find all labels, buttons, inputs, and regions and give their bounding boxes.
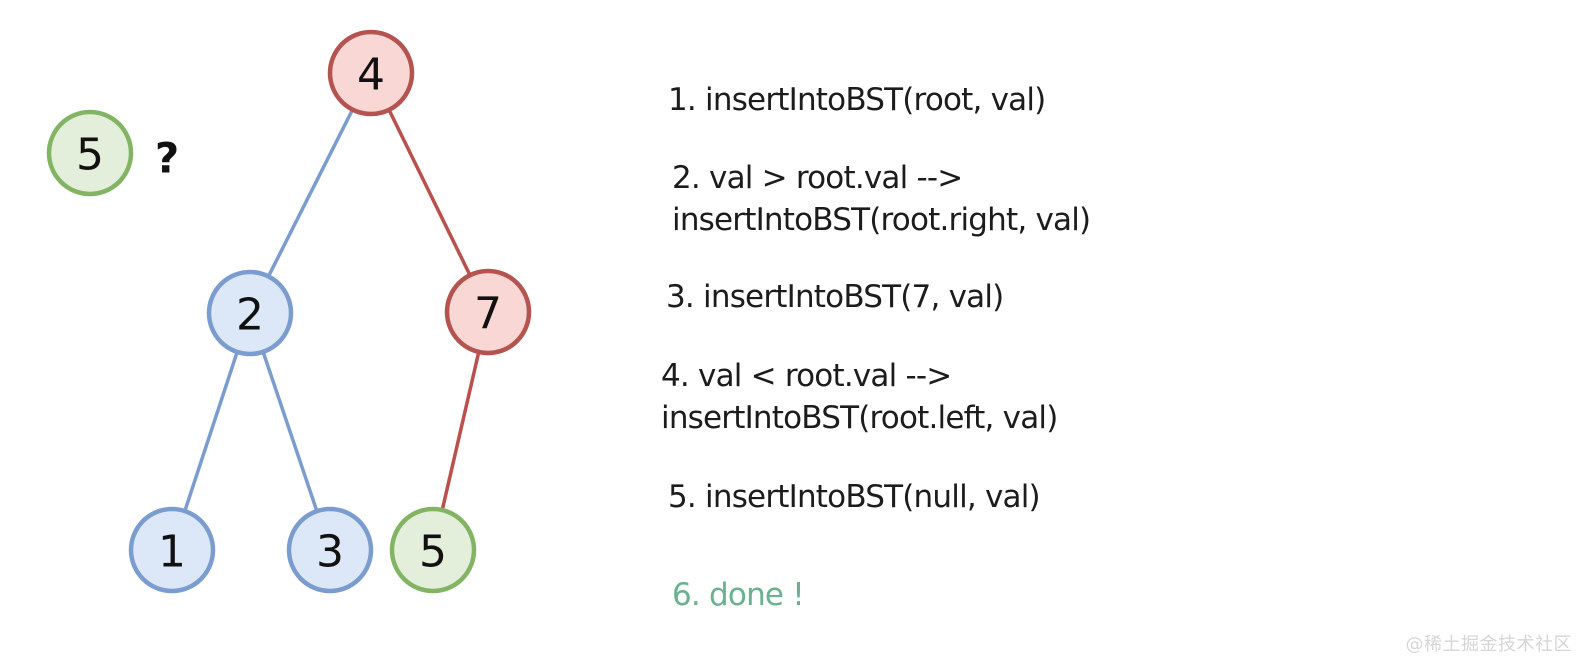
node-circle — [389, 506, 477, 594]
step-2: 2. val > root.val --> insertIntoBST(root… — [672, 157, 1091, 241]
step-3: 3. insertIntoBST(7, val) — [666, 276, 1004, 318]
tree-node-node-2: 2 — [206, 269, 294, 357]
watermark: @稀土掘金技术社区 — [1405, 634, 1572, 655]
tree-svg: 4 5 2 7 1 3 5? — [46, 29, 532, 594]
tree-node-node-5: 5 — [389, 506, 477, 594]
step-2-line-1: 2. val > root.val --> — [672, 160, 963, 196]
node-value-label: 1 — [158, 527, 186, 578]
step-5-line-1: 5. insertIntoBST(null, val) — [668, 479, 1041, 515]
step-6-line-1: 6. done ! — [672, 577, 805, 613]
node-circle — [128, 506, 216, 594]
node-circle — [46, 109, 134, 197]
step-3-line-1: 3. insertIntoBST(7, val) — [666, 279, 1004, 315]
question-mark: ? — [155, 134, 179, 183]
step-5: 5. insertIntoBST(null, val) — [668, 476, 1041, 518]
node-value-label: 5 — [419, 527, 447, 578]
tree-node-root-4: 4 — [327, 29, 415, 117]
step-2-line-2: insertIntoBST(root.right, val) — [672, 202, 1091, 238]
node-circle — [327, 29, 415, 117]
tree-node-node-3: 3 — [286, 506, 374, 594]
tree-node-floating-5: 5 — [46, 109, 134, 197]
node-value-label: 3 — [316, 527, 344, 578]
step-4-line-1: 4. val < root.val --> — [661, 358, 952, 394]
node-value-label: 7 — [474, 289, 502, 340]
tree-node-node-1: 1 — [128, 506, 216, 594]
node-value-label: 5 — [76, 130, 104, 181]
node-value-label: 2 — [236, 290, 264, 341]
node-circle — [206, 269, 294, 357]
step-4: 4. val < root.val --> insertIntoBST(root… — [661, 355, 1058, 439]
node-circle — [286, 506, 374, 594]
step-4-line-2: insertIntoBST(root.left, val) — [661, 400, 1058, 436]
tree-node-node-7: 7 — [444, 268, 532, 356]
node-value-label: 4 — [357, 50, 385, 101]
tree-edge-root-4-to-node-2 — [248, 72, 373, 314]
step-1-line-1: 1. insertIntoBST(root, val) — [668, 82, 1046, 118]
node-circle — [444, 268, 532, 356]
step-1: 1. insertIntoBST(root, val) — [668, 79, 1046, 121]
tree-edge-root-4-to-node-7 — [369, 72, 490, 313]
step-6-done: 6. done ! — [672, 574, 805, 616]
